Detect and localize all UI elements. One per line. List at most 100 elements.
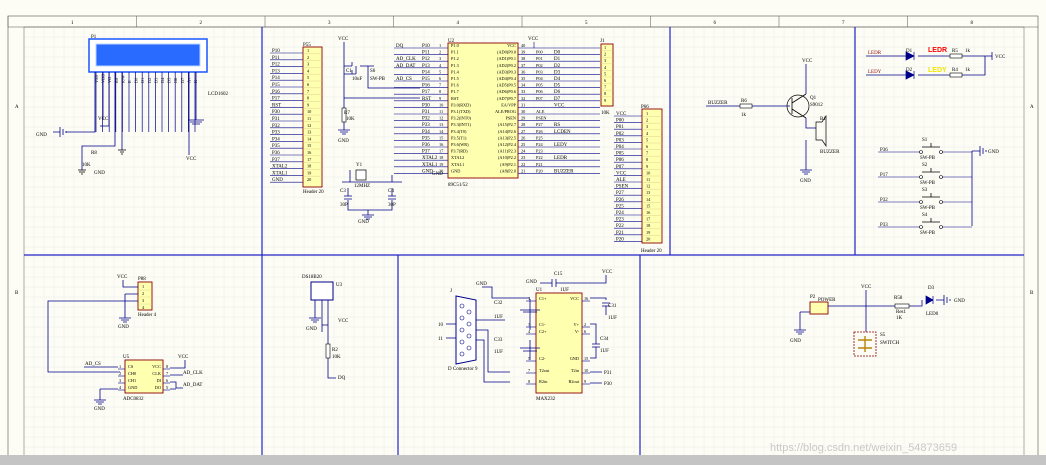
p66-net: VCC: [616, 112, 627, 117]
mcu-right-fn: (A15)P2.7: [498, 122, 517, 127]
column-label-5: 5: [585, 21, 588, 26]
mcu-left-fn: P3.7(RD): [451, 149, 468, 154]
power-vcc: VCC: [861, 285, 872, 290]
switch-contact: [939, 150, 943, 154]
buzzer-name: BUZZER: [820, 150, 840, 155]
mcu-left-num: 17: [439, 149, 444, 154]
r5-resistor: [949, 53, 963, 59]
p55-pin-number: 10: [307, 109, 311, 114]
mcu-designator: U2: [448, 39, 455, 44]
adc-left-pin: CH0: [128, 371, 136, 376]
max232-right-pin: V-: [575, 329, 580, 334]
max232-left-num: 8: [528, 379, 530, 384]
mcu-right-fn: (AD4)P0.4: [497, 76, 517, 81]
mcu-left-net: DQ: [396, 44, 404, 49]
j1-pin-number: 4: [604, 65, 607, 70]
mcu-right-num: 34: [521, 83, 526, 88]
j1-resistor: 10K: [601, 111, 610, 116]
led-yellow-name: LEDY: [928, 67, 947, 74]
lcd-pin-label: D6: [173, 77, 178, 83]
mcu-left-fn: P1.3: [451, 63, 459, 68]
mcu-right-num: 30: [521, 109, 525, 114]
mcu-right-num: 24: [521, 149, 526, 154]
db9-pin-circle: [466, 333, 472, 339]
mcu-right-fn: (AD5)P0.5: [497, 83, 516, 88]
row-label-b: B: [15, 291, 19, 296]
adc-right-pin: CLK: [152, 371, 161, 376]
mcu-right-name: P01: [536, 56, 543, 61]
p66-pin-number: 7: [646, 151, 649, 156]
p66-pin-number: 11: [646, 177, 650, 182]
j1-pin-number: 7: [604, 85, 607, 90]
lcd-pin-label: RS: [114, 77, 119, 83]
buzzer-r-label: R6: [741, 99, 747, 104]
adc-vcc: VCC: [178, 355, 189, 360]
mcu-right-name: P00: [536, 50, 543, 55]
adc-left-pin: GND: [128, 385, 137, 390]
c33-label: C33: [494, 338, 503, 343]
mcu-left-name: P13: [422, 64, 430, 69]
max232-net-t: P31: [604, 371, 612, 376]
lcd-pin-label: D5: [167, 78, 172, 83]
adc-right-num: 5: [166, 385, 168, 390]
mcu-left-fn: P3.4(T0): [451, 129, 467, 134]
lcd-pin-label: D4: [160, 77, 165, 83]
p55-pin-number: 13: [307, 130, 311, 135]
p55-net: P12: [272, 63, 280, 68]
mcu-right-fn: PSEN: [505, 116, 516, 121]
buzzer-icon: [815, 114, 827, 148]
d3-label: D3: [928, 286, 935, 291]
mcu-left-name: P33: [422, 123, 430, 128]
lcd-pin-label: VO: [107, 77, 112, 83]
mcu-left-num: 13: [439, 122, 443, 127]
max232-left-num: 3: [528, 322, 530, 327]
lcd-pin-label: D1: [140, 78, 145, 83]
p66-pin-number: 14: [646, 197, 651, 202]
crystal-gnd: GND: [358, 220, 369, 225]
section-borders: [24, 27, 1024, 463]
crystal-label: Y1: [356, 163, 363, 168]
mcu-right-net: D2: [554, 64, 561, 69]
mcu-left-num: 20: [439, 168, 443, 173]
buzzer-gnd: GND: [800, 179, 811, 184]
ds18b20-r-label: R2: [332, 348, 338, 353]
mcu-left-num: 6: [439, 76, 442, 81]
c34-value: 1UF: [600, 349, 609, 354]
adc-left-pin: CS: [128, 364, 134, 369]
ds18b20-r-value: 10K: [332, 355, 341, 360]
lcd-pin-label: D2: [147, 78, 152, 83]
mcu-left-fn: P3.3(INT1): [451, 122, 471, 127]
reset-circuit: VCC C1 10uF S6 SW-PB R7 10K GND: [338, 37, 420, 144]
switch-contact: [939, 175, 943, 179]
mcu-right-fn: (AD1)P0.1: [497, 56, 516, 61]
switch-net-P36: P36: [880, 148, 888, 153]
p66-pin-number: 18: [646, 223, 650, 228]
mcu-left-net: AD_DAT: [396, 64, 415, 69]
mcu-left-name: P32: [422, 117, 430, 122]
p55-pin-number: 17: [307, 157, 312, 162]
p88-footer: Header 4: [138, 313, 157, 318]
p55-net: P36: [272, 151, 280, 156]
p66-pin-number: 1: [646, 111, 648, 116]
crystal-circuit: Y1 12MHZ C3 30P C4 30P GND: [340, 163, 402, 225]
p55-net: P31: [272, 117, 280, 122]
p66-net: P03: [616, 138, 624, 143]
column-label-2: 2: [200, 21, 203, 26]
c4-value: 30P: [388, 203, 396, 208]
db9-pin-circle: [459, 339, 465, 345]
db9-pin-circle: [459, 315, 465, 321]
adc-left-num: 1: [119, 364, 121, 369]
mcu-right-name: P24: [536, 142, 544, 147]
mcu-left-net: AD_CLK: [396, 57, 416, 62]
p66-net: P05: [616, 152, 624, 157]
max232-right-pin: V+: [573, 322, 579, 327]
p66-pin-number: 16: [646, 210, 651, 215]
mcu-left-fn: P3.0(RXD): [451, 102, 471, 107]
switch-s5-body: [853, 331, 877, 357]
